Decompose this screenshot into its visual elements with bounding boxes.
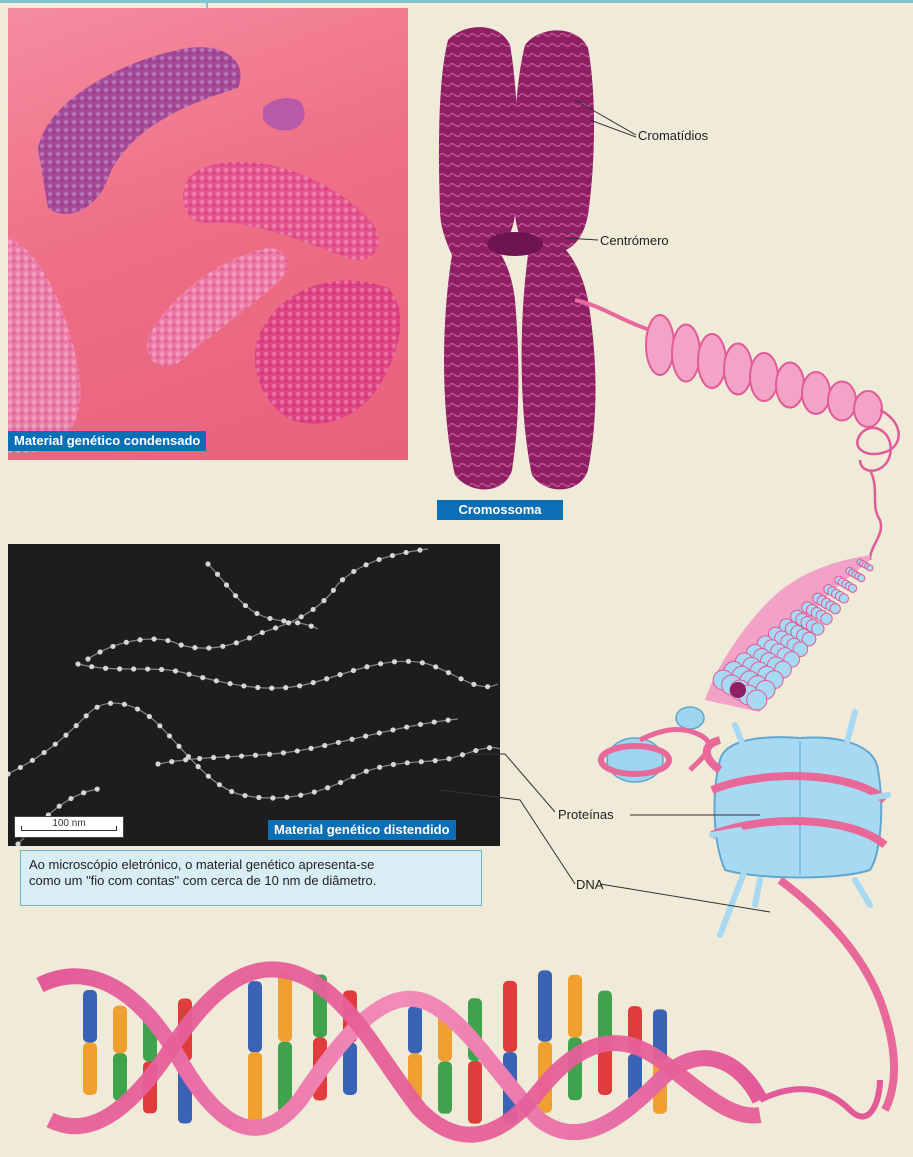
solenoid-bead: [849, 584, 857, 592]
solenoid-bead: [867, 565, 873, 571]
base-pair: [503, 981, 517, 1052]
coil-loop: [776, 363, 804, 408]
chromosome: [439, 27, 596, 489]
proteinas-label: Proteínas: [558, 807, 614, 822]
base-pair: [438, 1062, 452, 1114]
base-pair: [538, 970, 552, 1041]
coil-loop: [750, 353, 778, 401]
coil-loop: [672, 325, 700, 382]
small-nucleosome: [601, 707, 709, 782]
big-nucleosome: [712, 712, 888, 935]
base-pair: [83, 990, 97, 1043]
base-pair: [113, 1006, 127, 1054]
base-pair: [83, 1043, 97, 1096]
base-pair: [408, 1006, 422, 1054]
solenoid-bead: [747, 690, 767, 710]
coil-loop: [724, 344, 752, 395]
cromossoma-label: Cromossoma: [437, 500, 563, 520]
base-pair: [468, 1061, 482, 1124]
solenoid-bead: [830, 603, 840, 613]
solenoid-bead: [839, 594, 848, 603]
base-pair: [248, 981, 262, 1052]
dna-label: DNA: [576, 877, 603, 892]
solenoid-bead: [858, 575, 865, 582]
solenoid-core: [730, 682, 746, 698]
base-pair: [248, 1052, 262, 1123]
base-pair: [278, 970, 292, 1041]
centromero-label: Centrómero: [600, 233, 669, 248]
cromatidios-label: Cromatídios: [638, 128, 708, 143]
coil-loop: [802, 372, 830, 414]
base-pair: [568, 975, 582, 1038]
coil-loop: [698, 334, 726, 388]
coil-loop: [828, 382, 856, 421]
double-helix: [40, 969, 880, 1134]
coil-loops: [646, 315, 882, 427]
coil-loop: [854, 391, 882, 427]
base-pair: [598, 991, 612, 1043]
fine-coil: [857, 410, 898, 560]
coil-loop: [646, 315, 674, 375]
solenoid-bead: [821, 613, 832, 624]
